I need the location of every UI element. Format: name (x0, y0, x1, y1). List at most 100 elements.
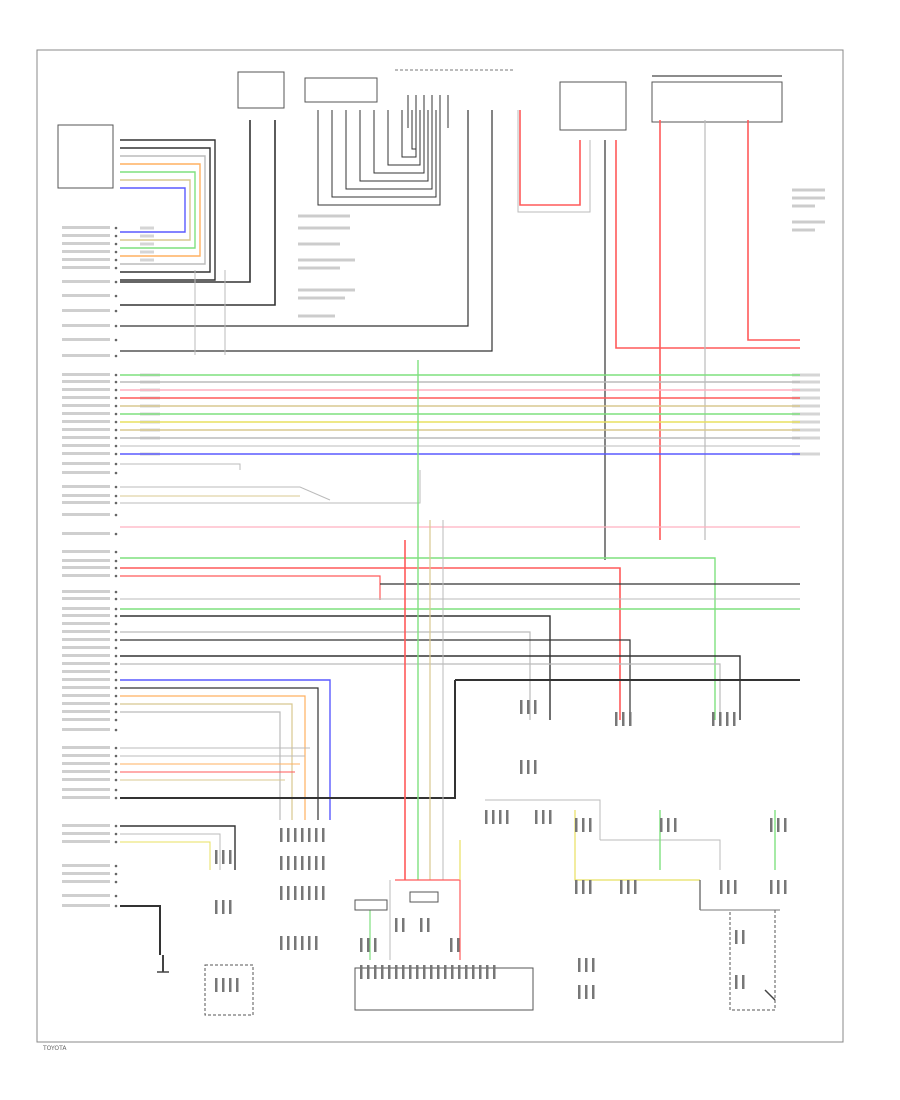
left-pin-terminal (114, 762, 118, 766)
connector-pin (301, 856, 304, 870)
connector-pin (777, 880, 780, 894)
left-pin-terminal (114, 728, 118, 732)
connector-pin (315, 856, 318, 870)
left-pin-label (62, 338, 110, 341)
left-pin-label (62, 373, 110, 376)
connector-pin (589, 818, 592, 832)
right-legend (792, 188, 825, 232)
left-pin-terminal (114, 532, 118, 536)
fan-wire (120, 171, 196, 249)
left-pin-label (62, 778, 110, 781)
connector-pin (620, 880, 623, 894)
left-pin-terminal (114, 894, 118, 898)
connector-pin (360, 938, 363, 952)
connector-pin (236, 978, 239, 992)
component-left-module (57, 124, 114, 189)
left-pin-label (62, 471, 110, 474)
connector-pin (215, 978, 218, 992)
left-pin-label (62, 770, 110, 773)
left-pin-terminal (114, 864, 118, 868)
left-pin-label (62, 880, 110, 883)
wire-label (792, 452, 820, 456)
left-pin-terminal (114, 574, 118, 578)
connector-pin (527, 700, 530, 714)
left-pin-terminal (114, 754, 118, 758)
left-pin-terminal (114, 404, 118, 408)
connector-pin (486, 965, 489, 979)
left-pin-label (62, 532, 110, 535)
connector-pin (735, 930, 738, 944)
lower-wire (120, 841, 211, 870)
left-pin-terminal (114, 678, 118, 682)
component-bottom-right-connector (729, 909, 776, 1011)
connector-stacks (215, 700, 787, 999)
left-pin-label (62, 728, 110, 731)
connector-pin (465, 965, 468, 979)
left-pin-terminal (114, 258, 118, 262)
left-pin-label (62, 710, 110, 713)
connector-pin (582, 880, 585, 894)
bundle-wire (359, 110, 429, 182)
connector-pin (585, 958, 588, 972)
connector-pin (629, 712, 632, 726)
fan-wire (120, 155, 206, 265)
left-pin-label (62, 662, 110, 665)
left-pin-label (62, 702, 110, 705)
left-pin-label (62, 574, 110, 577)
left-pin-terminal (114, 770, 118, 774)
connector-pin (367, 938, 370, 952)
component-top-center-connector (304, 77, 378, 103)
bundle-wire (411, 110, 417, 150)
page-id: TOYOTA (42, 1045, 67, 1052)
connector-pin (492, 810, 495, 824)
connector-pin (280, 936, 283, 950)
red-wire (519, 110, 581, 206)
left-pin-terminal (114, 550, 118, 554)
connector-pin (742, 930, 745, 944)
connector-pin (215, 900, 218, 914)
connector-pin (322, 886, 325, 900)
connector-pin (520, 700, 523, 714)
connector-pin (308, 856, 311, 870)
signal-wire (120, 463, 241, 470)
left-pin-label (62, 638, 110, 641)
left-pin-terminal (114, 428, 118, 432)
bundle-wire (331, 110, 437, 198)
connector-pin (734, 880, 737, 894)
left-pin-label (62, 678, 110, 681)
left-pin-terminal (114, 354, 118, 358)
left-pin-label (62, 494, 110, 497)
left-pin-label (62, 686, 110, 689)
connector-pin (527, 760, 530, 774)
left-pin-terminal (114, 471, 118, 475)
left-pin-terminal (114, 694, 118, 698)
connector-pin (592, 985, 595, 999)
center-wire (120, 110, 469, 327)
left-pin-terminal (114, 494, 118, 498)
left-pin-label (62, 694, 110, 697)
component-small-block-2 (409, 891, 439, 903)
connector-pin (712, 712, 715, 726)
left-pin-label (62, 388, 110, 391)
left-pin-terminal (114, 796, 118, 800)
connector-pin (472, 965, 475, 979)
left-pin-label (62, 622, 110, 625)
left-pin-label (62, 513, 110, 516)
connector-pin (493, 965, 496, 979)
left-pin-label (62, 762, 110, 765)
left-pin-terminal (114, 710, 118, 714)
connector-pin (674, 818, 677, 832)
connector-pin (667, 818, 670, 832)
left-pin-terminal (114, 266, 118, 270)
left-pin-terminal (114, 388, 118, 392)
connector-pin (294, 936, 297, 950)
connector-pin (726, 712, 729, 726)
connector-pin (784, 818, 787, 832)
left-pin-terminal (114, 788, 118, 792)
left-pin-terminal (114, 250, 118, 254)
bundle-wire (387, 110, 421, 166)
left-pin-terminal (114, 294, 118, 298)
wire-label (792, 436, 820, 440)
lower-wire (120, 905, 161, 955)
